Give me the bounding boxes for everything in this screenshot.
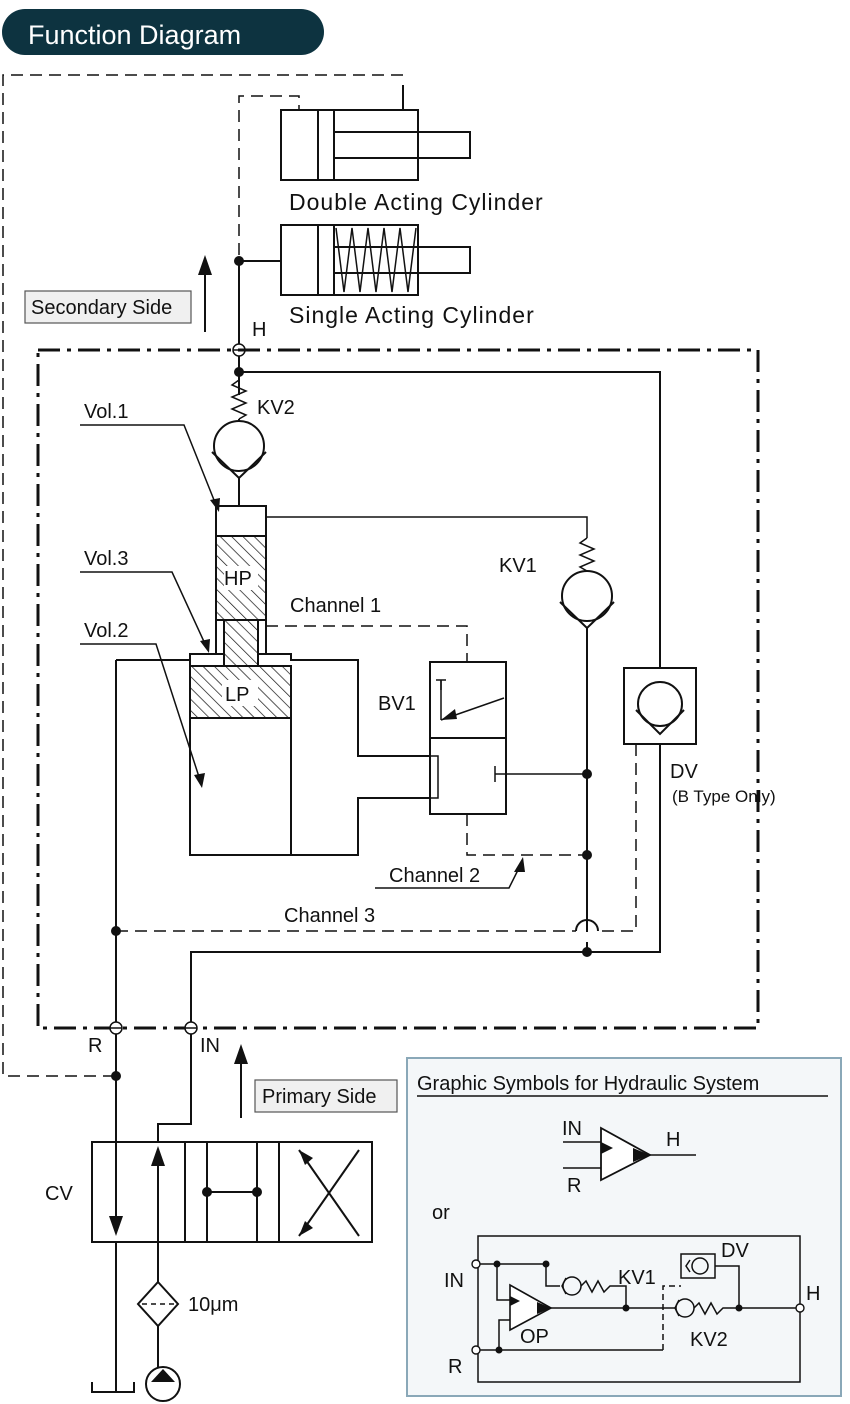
- dv-note: (B Type Only): [672, 787, 776, 806]
- legend-detail-in-label: IN: [444, 1270, 464, 1292]
- vol1-label: Vol.1: [84, 401, 128, 423]
- vol2-label: Vol.2: [84, 620, 128, 642]
- pump-icon: [145, 1366, 181, 1402]
- kv1-check-valve: KV1: [499, 537, 615, 932]
- secondary-side-label: Secondary Side: [31, 297, 172, 319]
- legend-r-label: R: [567, 1175, 581, 1197]
- filter-label: 10μm: [188, 1294, 238, 1316]
- legend-dv-label: DV: [721, 1240, 749, 1262]
- bv1-valve: BV1: [378, 661, 587, 815]
- port-h-label: H: [252, 319, 266, 341]
- port-r-label: R: [88, 1035, 102, 1057]
- secondary-side-indicator: Secondary Side: [24, 255, 212, 332]
- title-banner: Function Diagram: [2, 9, 324, 55]
- single-acting-cylinder-label: Single Acting Cylinder: [289, 302, 535, 328]
- lp-cylinder: LP: [189, 620, 430, 856]
- double-acting-cylinder-label: Double Acting Cylinder: [289, 189, 544, 215]
- legend-or-label: or: [432, 1202, 450, 1224]
- tank-icon: [91, 1382, 135, 1393]
- dv-valve: DV (B Type Only): [598, 667, 776, 932]
- channel-2-line: [466, 814, 587, 856]
- channel-1-line: [266, 625, 468, 662]
- legend-detail-r-label: R: [448, 1356, 462, 1378]
- legend-op-label: OP: [520, 1326, 549, 1348]
- channel-2-label: Channel 2: [389, 865, 480, 887]
- double-acting-cylinder: Double Acting Cylinder: [280, 109, 544, 215]
- legend-in-label: IN: [562, 1118, 582, 1140]
- channel-1-label: Channel 1: [290, 595, 381, 617]
- legend-h-label: H: [666, 1129, 680, 1151]
- dv-label: DV: [670, 761, 698, 783]
- r-return-line: [2, 74, 404, 1077]
- kv2-label: KV2: [257, 397, 295, 419]
- lp-label: LP: [225, 684, 249, 706]
- hp-label: HP: [224, 568, 252, 590]
- kv1-label: KV1: [499, 555, 537, 577]
- legend-panel: Graphic Symbols for Hydraulic System IN …: [406, 1057, 842, 1397]
- cv-valve: CV: [45, 1141, 373, 1243]
- hp-piston: HP: [215, 505, 267, 667]
- page-title: Function Diagram: [28, 20, 241, 50]
- legend-kv2-label: KV2: [690, 1329, 728, 1351]
- arrow-up-icon: [198, 255, 212, 275]
- vol3-label: Vol.3: [84, 548, 128, 570]
- port-in-label: IN: [200, 1035, 220, 1057]
- primary-side-indicator: Primary Side: [234, 1044, 398, 1118]
- single-acting-cylinder: Single Acting Cylinder: [234, 224, 535, 328]
- cv-label: CV: [45, 1183, 73, 1205]
- primary-side-label: Primary Side: [262, 1086, 376, 1108]
- legend-detail-h-label: H: [806, 1283, 820, 1305]
- legend-title: Graphic Symbols for Hydraulic System: [417, 1073, 759, 1095]
- unit-boundary: [36, 348, 760, 1030]
- arrow-up-icon: [234, 1044, 248, 1064]
- legend-kv1-label: KV1: [618, 1267, 656, 1289]
- filter-icon: [136, 1280, 180, 1328]
- bv1-label: BV1: [378, 693, 416, 715]
- channel-3-label: Channel 3: [284, 905, 375, 927]
- kv2-check-valve: KV2: [211, 379, 295, 506]
